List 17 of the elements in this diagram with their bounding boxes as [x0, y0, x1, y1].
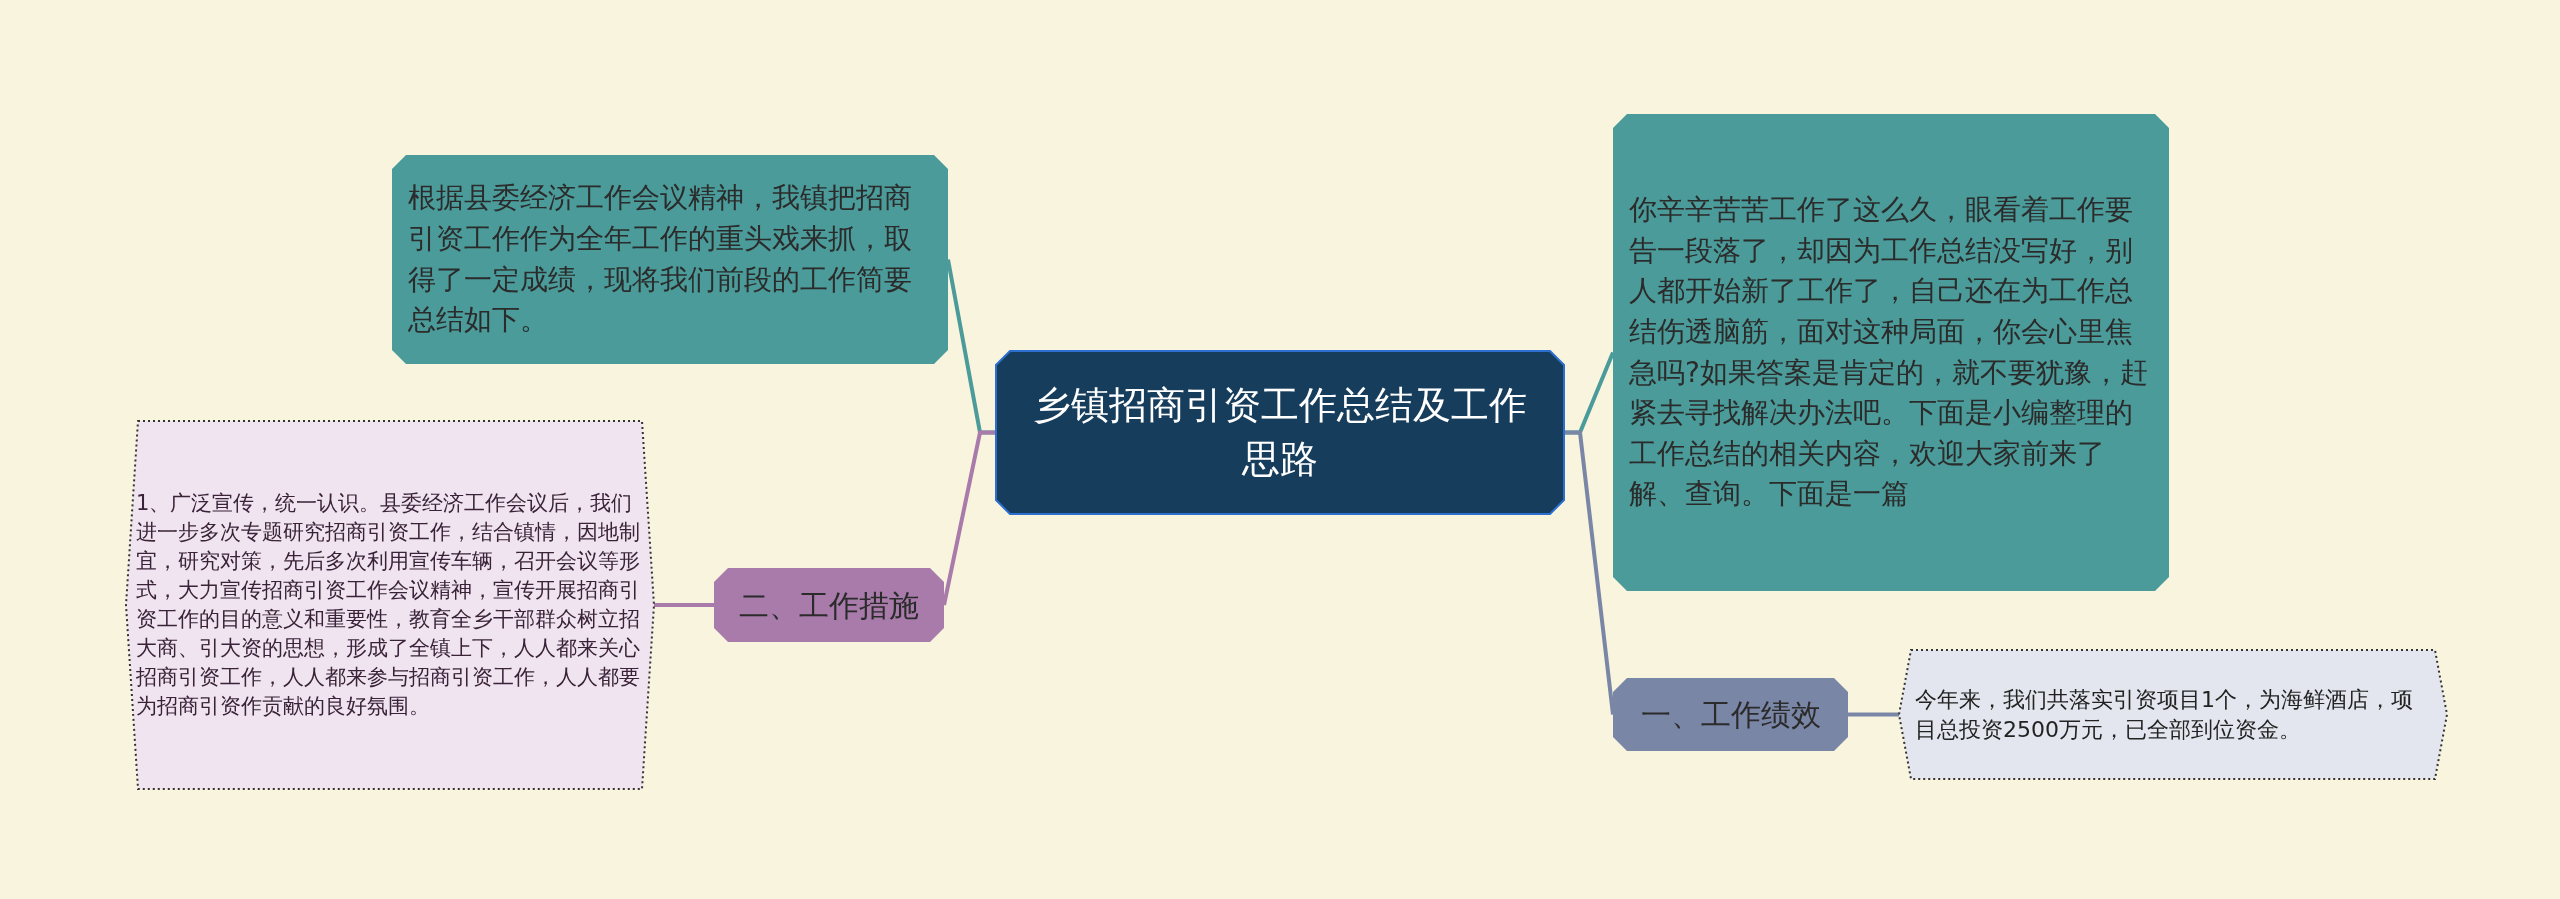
- node-text: 今年来，我们共落实引资项目1个，为海鲜酒店，项目总投资2500万元，已全部到位资金。: [1915, 685, 2414, 744]
- node-text: 根据县委经济工作会议精神，我镇把招商引资工作作为全年工作的重头戏来抓，取得了一定成绩，现将我们前段的工作简要总结如下。: [408, 180, 913, 339]
- detail-box: [1899, 650, 2447, 779]
- node-text: 乡镇招商引资工作总结及工作思路: [1032, 382, 1528, 483]
- topic-box: [392, 155, 948, 364]
- central-topic-box: [996, 351, 1564, 514]
- detail-box: [126, 421, 654, 789]
- branch-box: [1613, 678, 1848, 751]
- node-text: 一、工作绩效: [1640, 696, 1821, 734]
- node-text: 你辛辛苦苦工作了这么久，眼看着工作要告一段落了，却因为工作总结没写好，别人都开始新了工作了，自己还在为工作总结伤透脑筋，面对这种局面，你会心里焦急吗?如果答案是肯定的，就不要犹豫，赶紧去寻找解决办法吧。下面是小编整理的工作总结的相关内容，欢迎大家前来了解、查询。下面是一篇: [1629, 192, 2149, 513]
- branch-connector: [1848, 712, 1899, 717]
- node-text: 二、工作措施: [739, 586, 919, 625]
- branch-box: [714, 568, 944, 642]
- branch-connector: [1564, 430, 1615, 715]
- topic-box: [1613, 114, 2169, 591]
- node-text: 1、广泛宣传，统一认识。县委经济工作会议后，我们进一步多次专题研究招商引资工作，结合镇情，因地制宜，研究对策，先后多次利用宣传车辆，召开会议等形式，大力宣传招商引资工作会议精神，宣传开展招商引资工作的目的意义和重要性，教育全乡干部群众树立招大商、引大资的思想，形成了全镇上下，人人都来关心招商引资工作，人人都来参与招商引资工作，人人都要为招商引资作贡献的良好氛围。: [136, 490, 641, 720]
- branch-connector: [654, 603, 714, 607]
